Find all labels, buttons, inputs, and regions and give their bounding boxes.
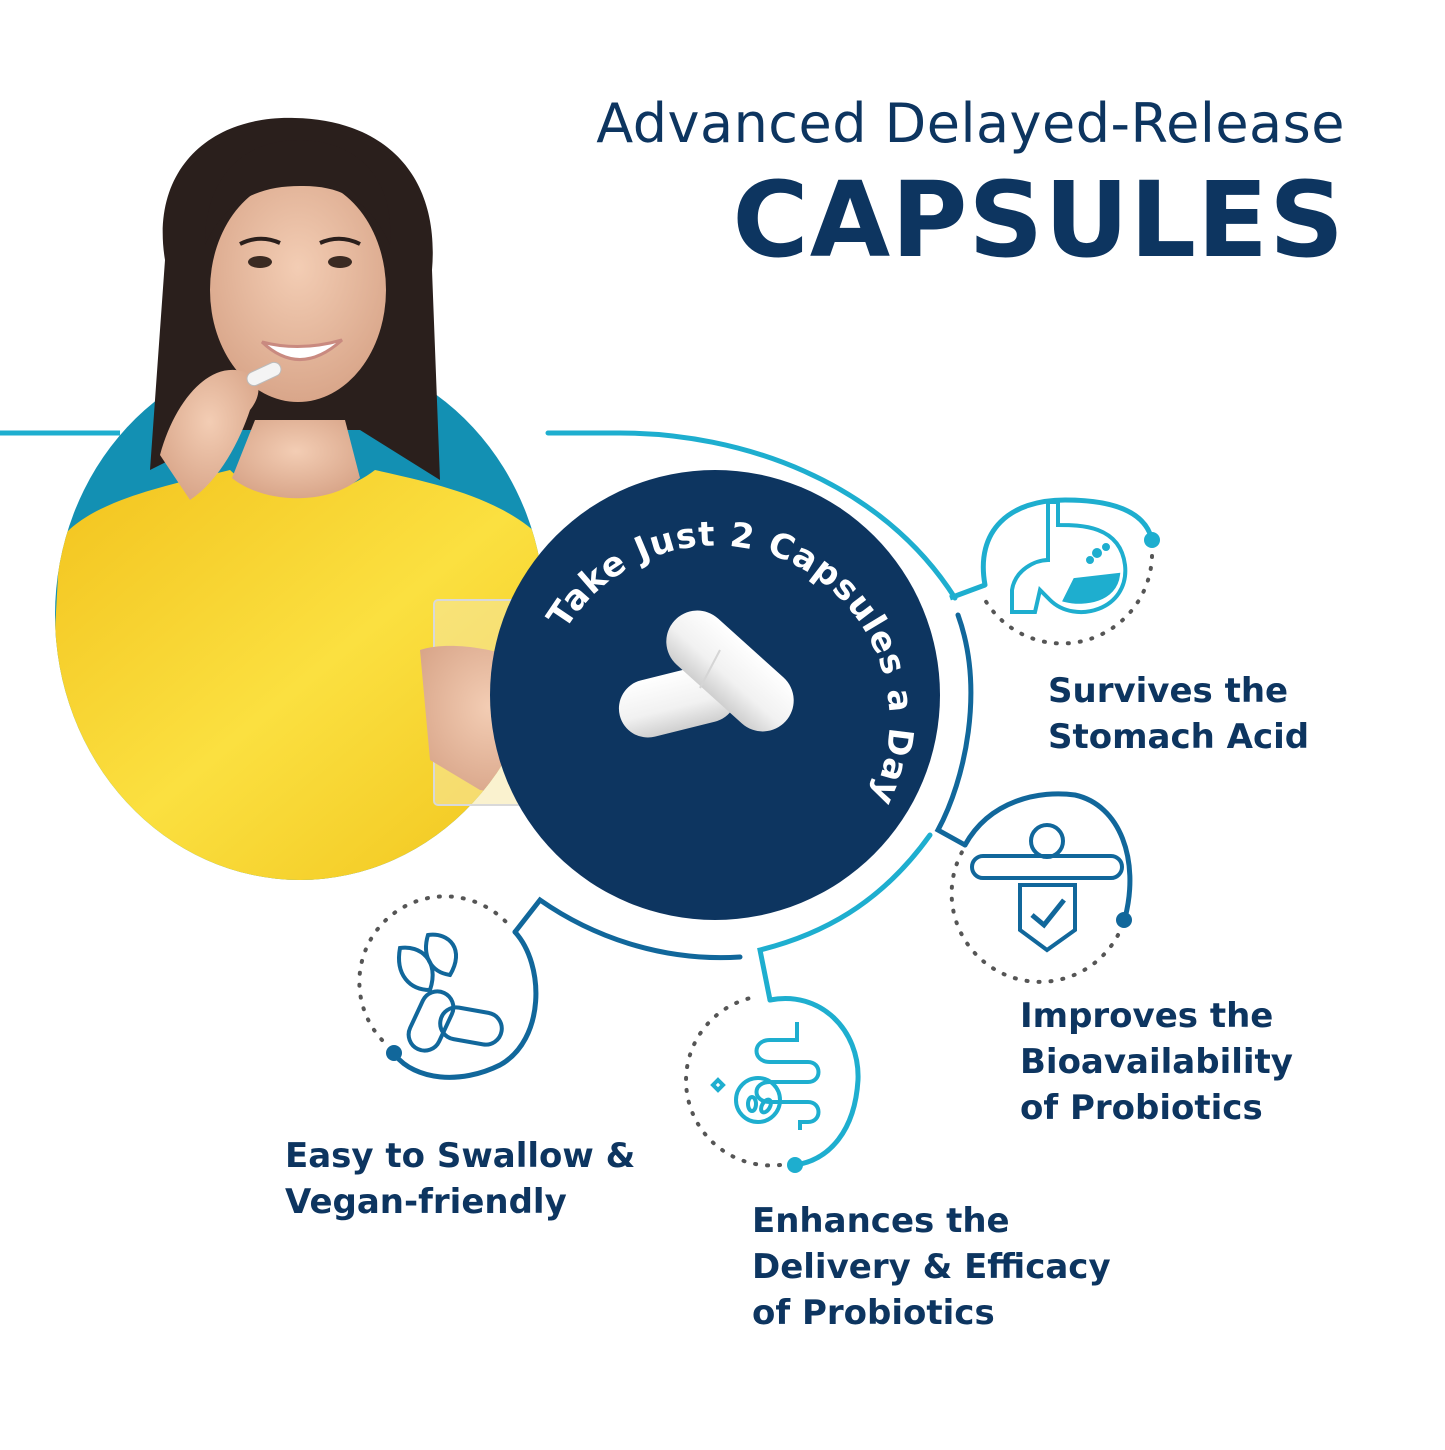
leaf-capsule-icon	[397, 932, 504, 1053]
stomach-icon	[1010, 500, 1128, 615]
hero-photo	[55, 117, 545, 880]
feature-text-stomach-acid: Survives the Stomach Acid	[1048, 671, 1310, 757]
connector-arc-lower-right	[757, 832, 933, 1003]
connector-arc-top	[545, 430, 958, 601]
body-shield-icon	[970, 823, 1124, 953]
feature-body-shield-icon-group	[949, 791, 1133, 984]
feature-text-delivery-efficacy: Enhances the Delivery & Efficacy of Prob…	[752, 1201, 1111, 1333]
feature-leaf-capsule-icon-group	[357, 894, 539, 1080]
connector-arc-lower-left	[512, 896, 743, 961]
headline-title: CAPSULES	[732, 159, 1345, 281]
feature-text-easy-swallow: Easy to Swallow & Vegan-friendly	[285, 1136, 636, 1222]
feature-text-bioavailability: Improves the Bioavailability of Probioti…	[1020, 996, 1293, 1128]
feature-intestine-icon-group	[684, 995, 861, 1173]
capsules-image	[618, 610, 794, 738]
feature-stomach-icon-group	[980, 497, 1160, 646]
intestine-icon	[710, 1022, 821, 1130]
headline-subtitle: Advanced Delayed-Release	[596, 92, 1345, 155]
headline: Advanced Delayed-Release CAPSULES	[596, 92, 1345, 280]
connector-arc-right	[934, 612, 974, 848]
